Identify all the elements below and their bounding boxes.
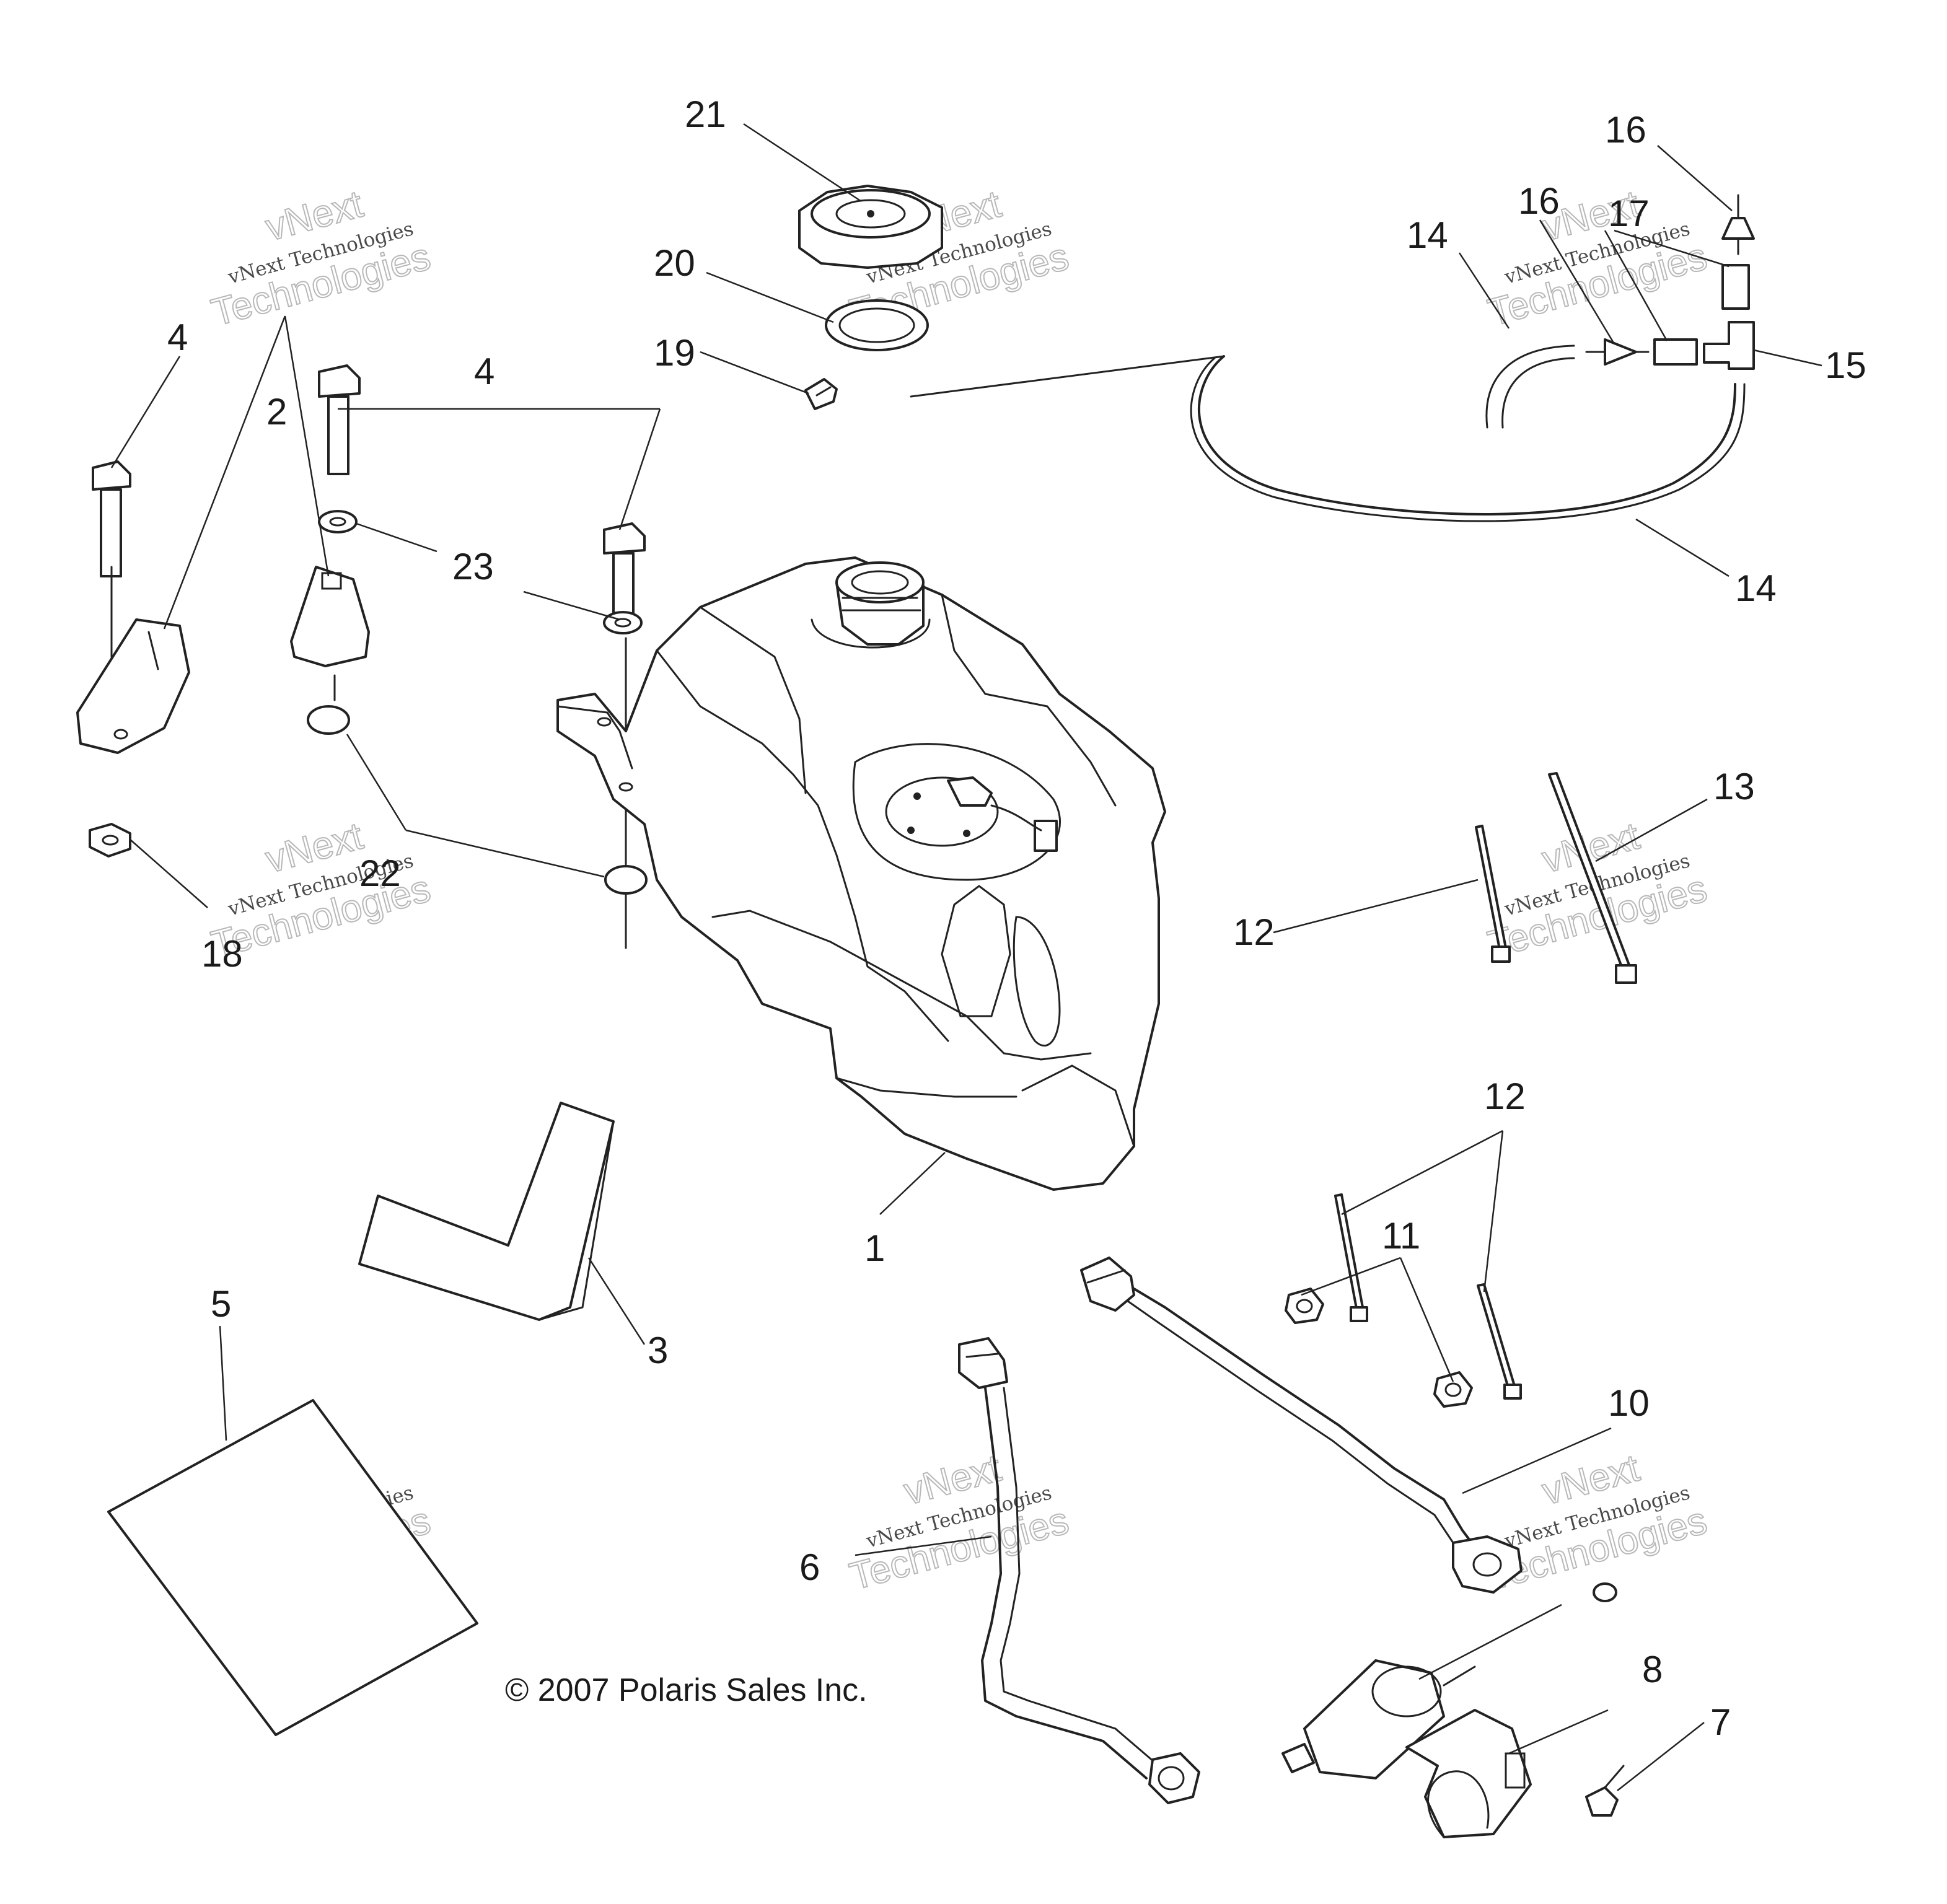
hose-clip (1433, 1371, 1473, 1408)
callout-3: 3 (648, 1330, 668, 1371)
fuel-filter (1281, 1659, 1476, 1779)
callout-15: 15 (1825, 344, 1866, 386)
fuel-cap (798, 185, 943, 269)
callout-17: 17 (1608, 193, 1650, 234)
grommet-small (1593, 1582, 1617, 1602)
copyright-notice: © 2007 Polaris Sales Inc. (505, 1672, 868, 1708)
washer (318, 510, 358, 533)
vent-hose (910, 355, 1746, 522)
callout-5: 5 (211, 1283, 231, 1325)
callout-7: 7 (1710, 1701, 1731, 1743)
hose-clip (1285, 1288, 1324, 1324)
vent-fitting (804, 378, 838, 410)
callout-22: 22 (359, 853, 401, 894)
warning-decal (107, 1399, 478, 1736)
mount-bracket (76, 618, 190, 754)
watermark: vNext vNext Technologies Technologies (206, 182, 435, 335)
callout-12: 12 (1233, 911, 1275, 953)
cable-tie (1475, 825, 1511, 963)
callout-4: 4 (474, 351, 494, 392)
callouts: 21 20 19 14 16 17 16 15 14 4 4 2 23 22 1… (167, 94, 1866, 1743)
bolt (318, 364, 361, 475)
callout-11: 11 (1382, 1215, 1420, 1257)
filter-clamp (1405, 1709, 1532, 1838)
heat-shield (358, 1102, 615, 1321)
watermark: vNext vNext Technologies Technologies (845, 1446, 1073, 1599)
callout-23: 23 (452, 546, 494, 587)
cable-tie (1334, 1193, 1368, 1322)
callout-19: 19 (654, 332, 695, 374)
callout-18: 18 (201, 933, 243, 975)
hose-connector (1653, 264, 1750, 366)
callout-16: 16 (1605, 109, 1646, 151)
cap-seal (825, 299, 929, 351)
callout-14: 14 (1735, 568, 1777, 609)
callout-14: 14 (1407, 214, 1448, 256)
washer (603, 611, 643, 634)
callout-8: 8 (1642, 1649, 1663, 1690)
leader-lines (110, 123, 1822, 1791)
check-valve (1585, 338, 1650, 366)
grommet (604, 865, 648, 895)
callout-20: 20 (654, 242, 695, 284)
check-valve-top (1721, 194, 1755, 255)
callout-16: 16 (1518, 180, 1560, 222)
fuel-line (958, 1337, 1200, 1804)
bolt (92, 460, 131, 577)
fuel-pump-harness (1080, 1257, 1523, 1594)
cable-tie-long (1548, 772, 1637, 984)
screw (1585, 1765, 1625, 1817)
callout-6: 6 (799, 1546, 820, 1588)
callout-1: 1 (864, 1227, 885, 1269)
callout-4: 4 (167, 317, 188, 358)
watermark: vNext vNext Technologies Technologies (1483, 182, 1712, 335)
cable-tie (1477, 1283, 1522, 1400)
grommet (307, 705, 350, 735)
fuel-tank (556, 556, 1166, 1191)
callout-13: 13 (1713, 766, 1755, 807)
tee-fitting (1703, 321, 1755, 370)
callout-2: 2 (266, 391, 287, 432)
vent-hose-short (1485, 344, 1575, 429)
mount-bracket (290, 566, 370, 667)
callout-21: 21 (685, 94, 726, 135)
callout-12: 12 (1484, 1076, 1526, 1117)
hex-nut (89, 823, 131, 858)
callout-10: 10 (1608, 1382, 1650, 1424)
